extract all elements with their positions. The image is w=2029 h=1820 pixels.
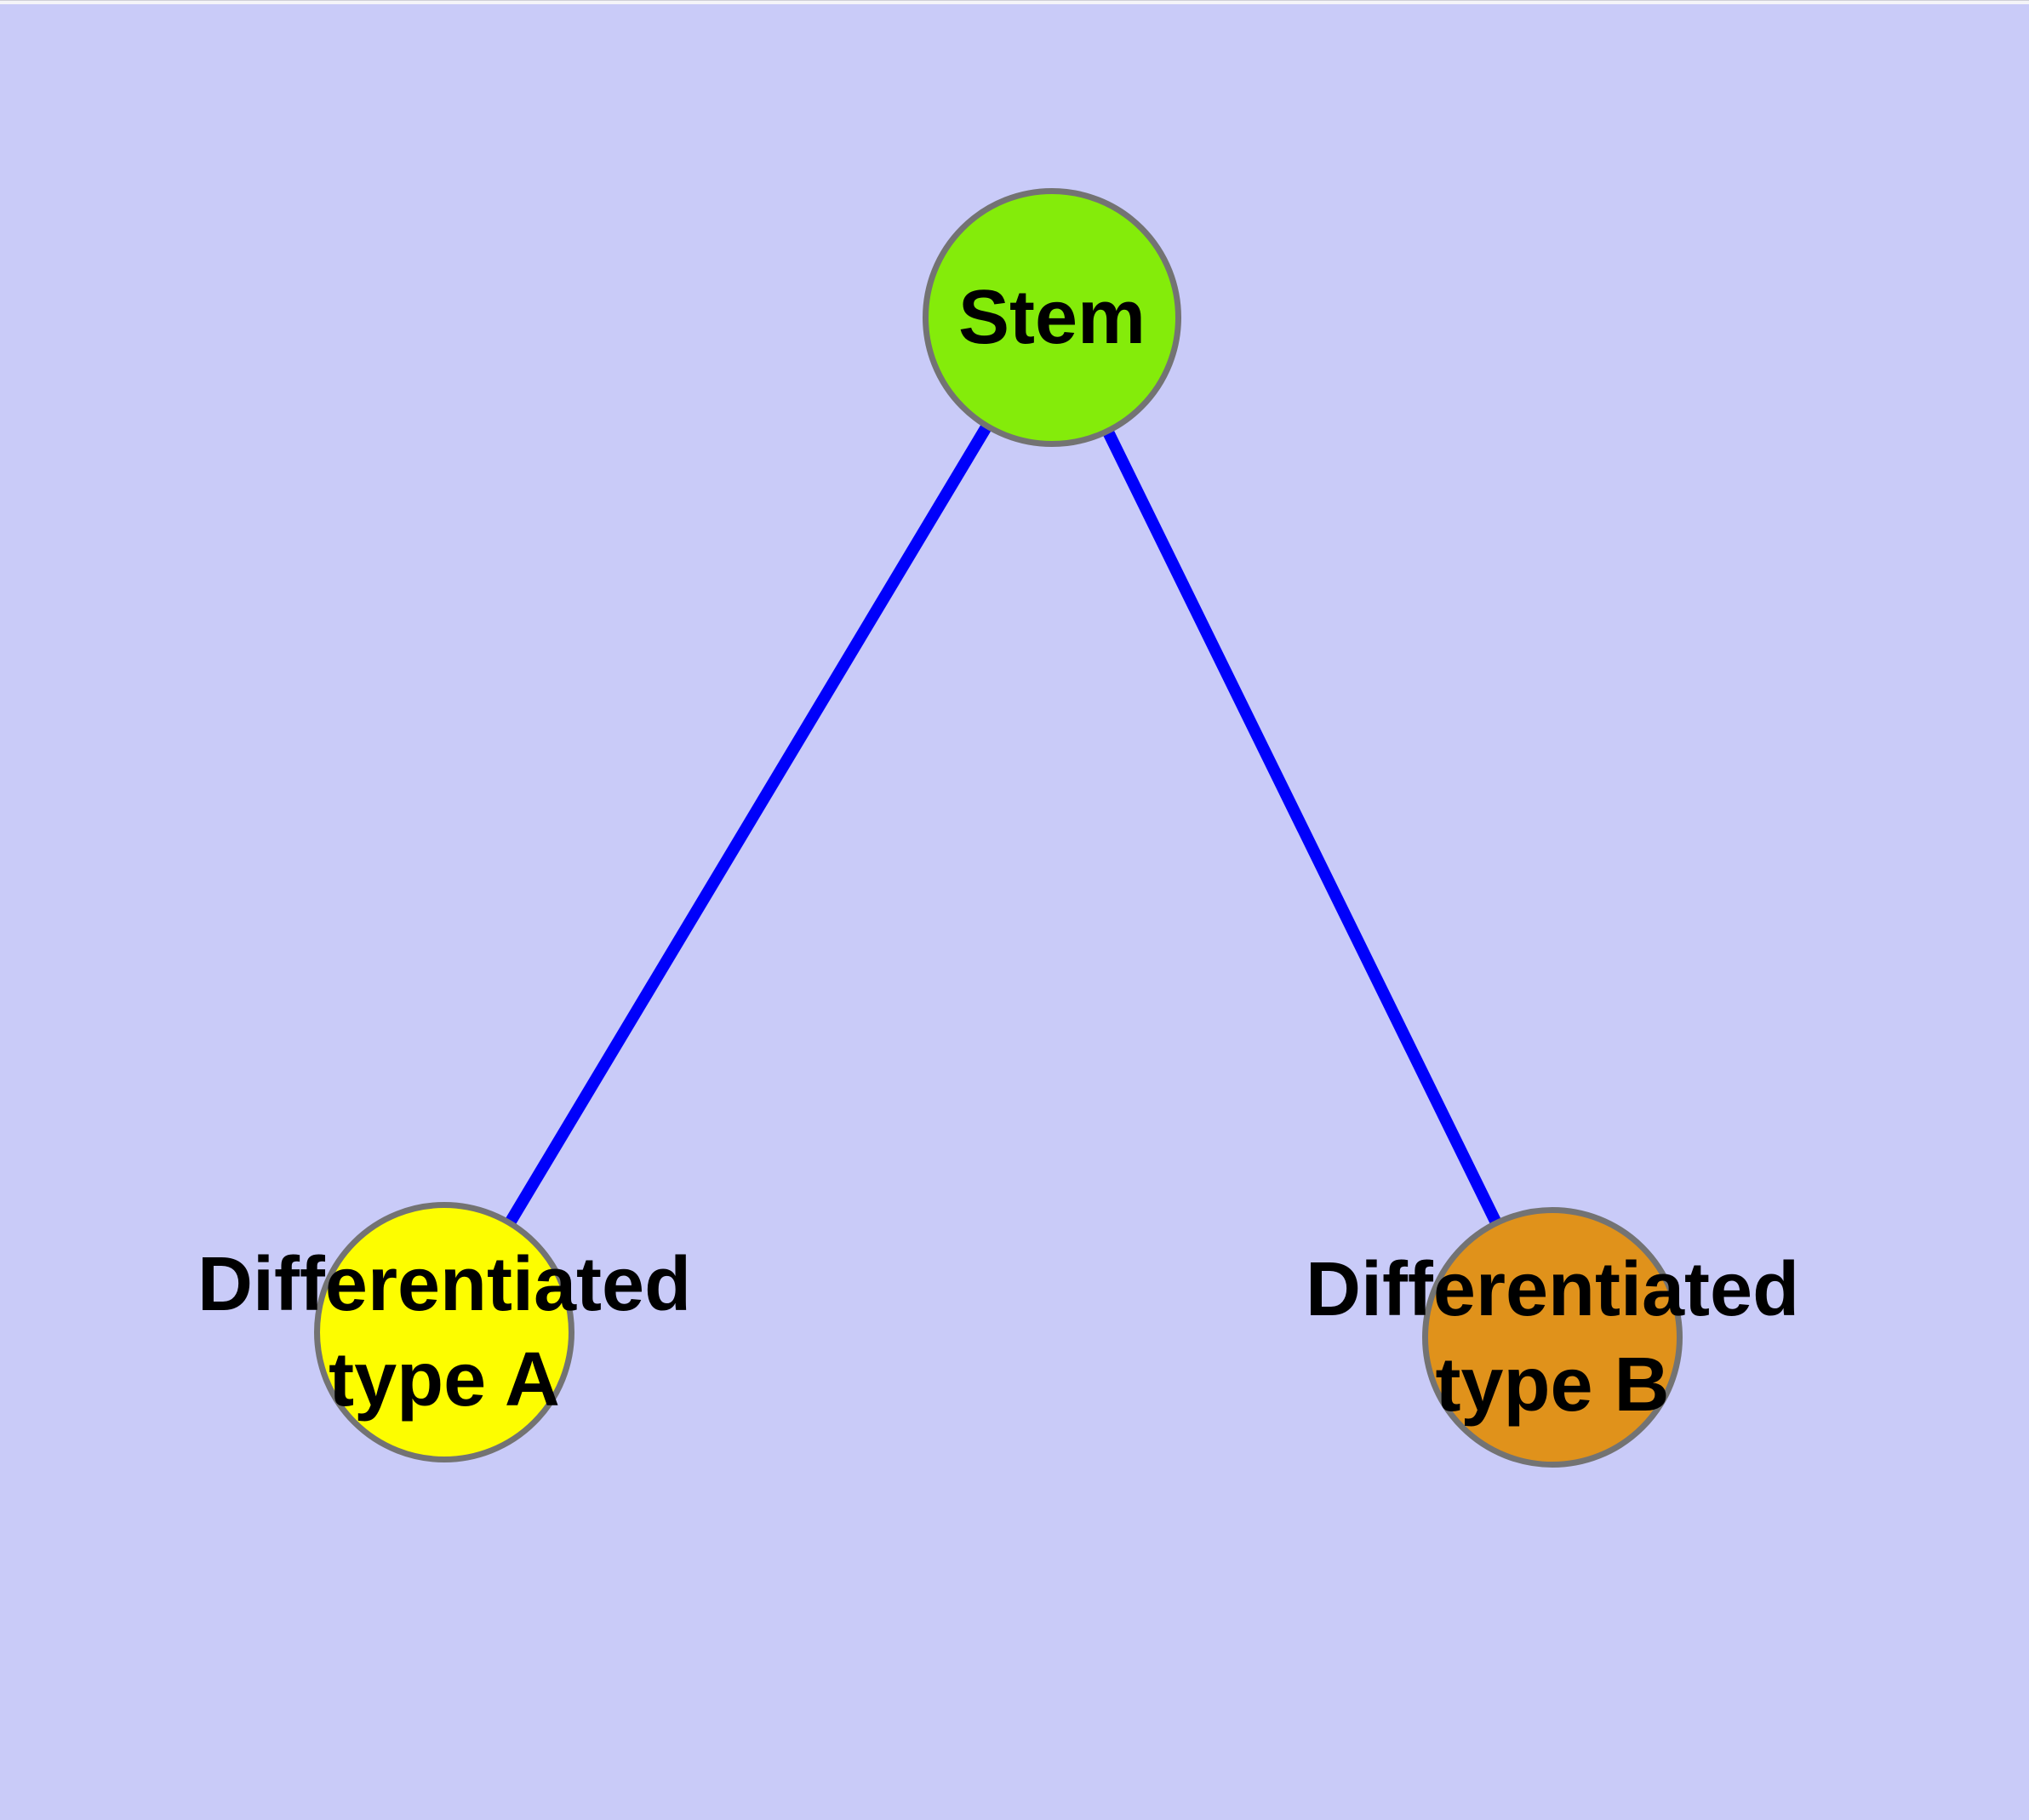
node-differentiated-type-a: [314, 1202, 574, 1462]
label-line: type B: [1435, 1342, 1670, 1428]
node-stem-label: Stem: [958, 270, 1146, 365]
label-line: Differentiated: [1305, 1247, 1800, 1332]
node-stem: [923, 188, 1181, 447]
label-line: type A: [329, 1337, 560, 1422]
label-line: Differentiated: [197, 1242, 692, 1327]
node-differentiated-type-b-label: Differentiated type B: [1306, 1242, 1799, 1433]
screenshot-top-strip: [0, 0, 2029, 4]
edge-stem-to-type-a: [438, 314, 1058, 1336]
node-differentiated-type-b: [1422, 1207, 1683, 1468]
label-line: Stem: [957, 275, 1146, 360]
node-differentiated-type-a-label: Differentiated type A: [197, 1237, 691, 1428]
edge-stem-to-type-b: [1046, 314, 1558, 1341]
